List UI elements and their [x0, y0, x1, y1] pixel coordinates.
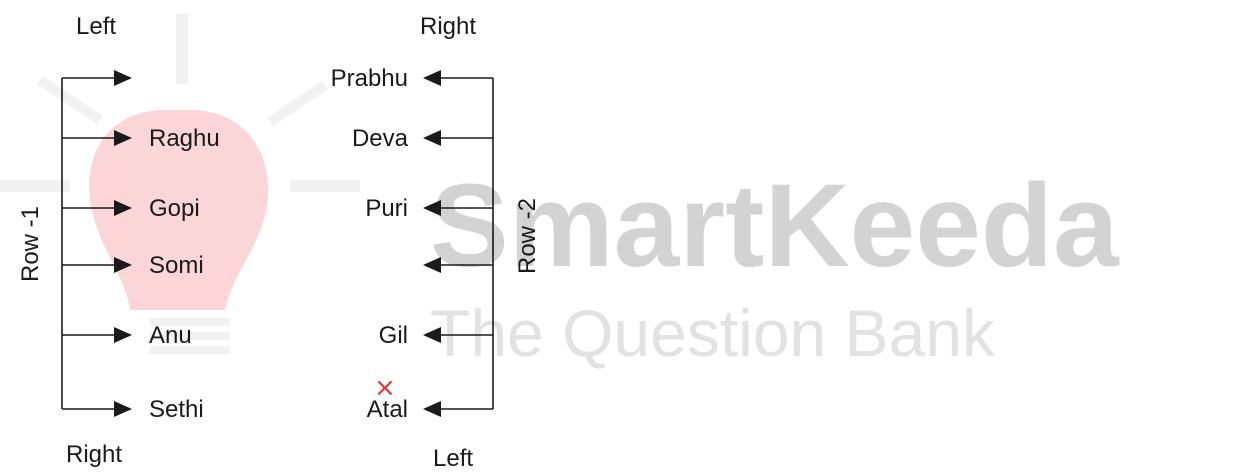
arrow-right-icon — [114, 327, 132, 343]
row-1-seat: Somi — [62, 252, 204, 279]
bulb-watermark-icon — [0, 14, 360, 354]
arrow-right-icon — [114, 200, 132, 216]
row-2-seat-name: Atal — [367, 396, 408, 423]
arrow-left-icon — [423, 70, 441, 86]
row-1-bottom-label: Right — [66, 441, 122, 468]
row-2-bottom-label: Left — [433, 445, 473, 472]
row-2-seat-name: Puri — [365, 195, 408, 222]
row-2-seat-name: Deva — [352, 125, 409, 152]
row-1-seat-name: Raghu — [149, 125, 220, 152]
watermark-tagline: The Question Bank — [430, 296, 996, 370]
row-2-seat: Atal — [367, 396, 493, 423]
row-1-seat: Gopi — [62, 195, 200, 222]
arrow-right-icon — [114, 401, 132, 417]
arrow-left-icon — [423, 401, 441, 417]
row-2-seat — [423, 257, 493, 273]
row-1-seat-name: Anu — [149, 322, 192, 349]
watermark-brand: SmartKeeda — [430, 160, 1120, 292]
row-1-seat: Raghu — [62, 125, 220, 152]
arrow-left-icon — [423, 130, 441, 146]
row-2-top-label: Right — [420, 13, 476, 40]
row-2-seat-name: Prabhu — [331, 65, 408, 92]
row-1-top-label: Left — [76, 13, 116, 40]
arrow-right-icon — [114, 70, 132, 86]
arrow-right-icon — [114, 130, 132, 146]
arrow-right-icon — [114, 257, 132, 273]
cross-mark: × — [374, 373, 396, 403]
row-1-seat-name: Sethi — [149, 396, 204, 423]
arrow-left-icon — [423, 200, 441, 216]
row-2-seat: Deva — [352, 125, 493, 152]
row-1-seat-name: Gopi — [149, 195, 200, 222]
arrow-left-icon — [423, 327, 441, 343]
row-2-seat: Gil — [379, 322, 493, 349]
row-2-seat-name: Gil — [379, 322, 408, 349]
row-2-label: Row -2 — [514, 198, 541, 274]
row-1-label: Row -1 — [17, 206, 44, 282]
row-1-seat — [62, 70, 132, 86]
row-2-seat: Puri — [365, 195, 493, 222]
row-1-seat-name: Somi — [149, 252, 204, 279]
row-1-seat: Sethi — [62, 396, 204, 423]
row-2-seat: Prabhu — [331, 65, 493, 92]
arrow-left-icon — [423, 257, 441, 273]
row-1-seat: Anu — [62, 322, 192, 349]
